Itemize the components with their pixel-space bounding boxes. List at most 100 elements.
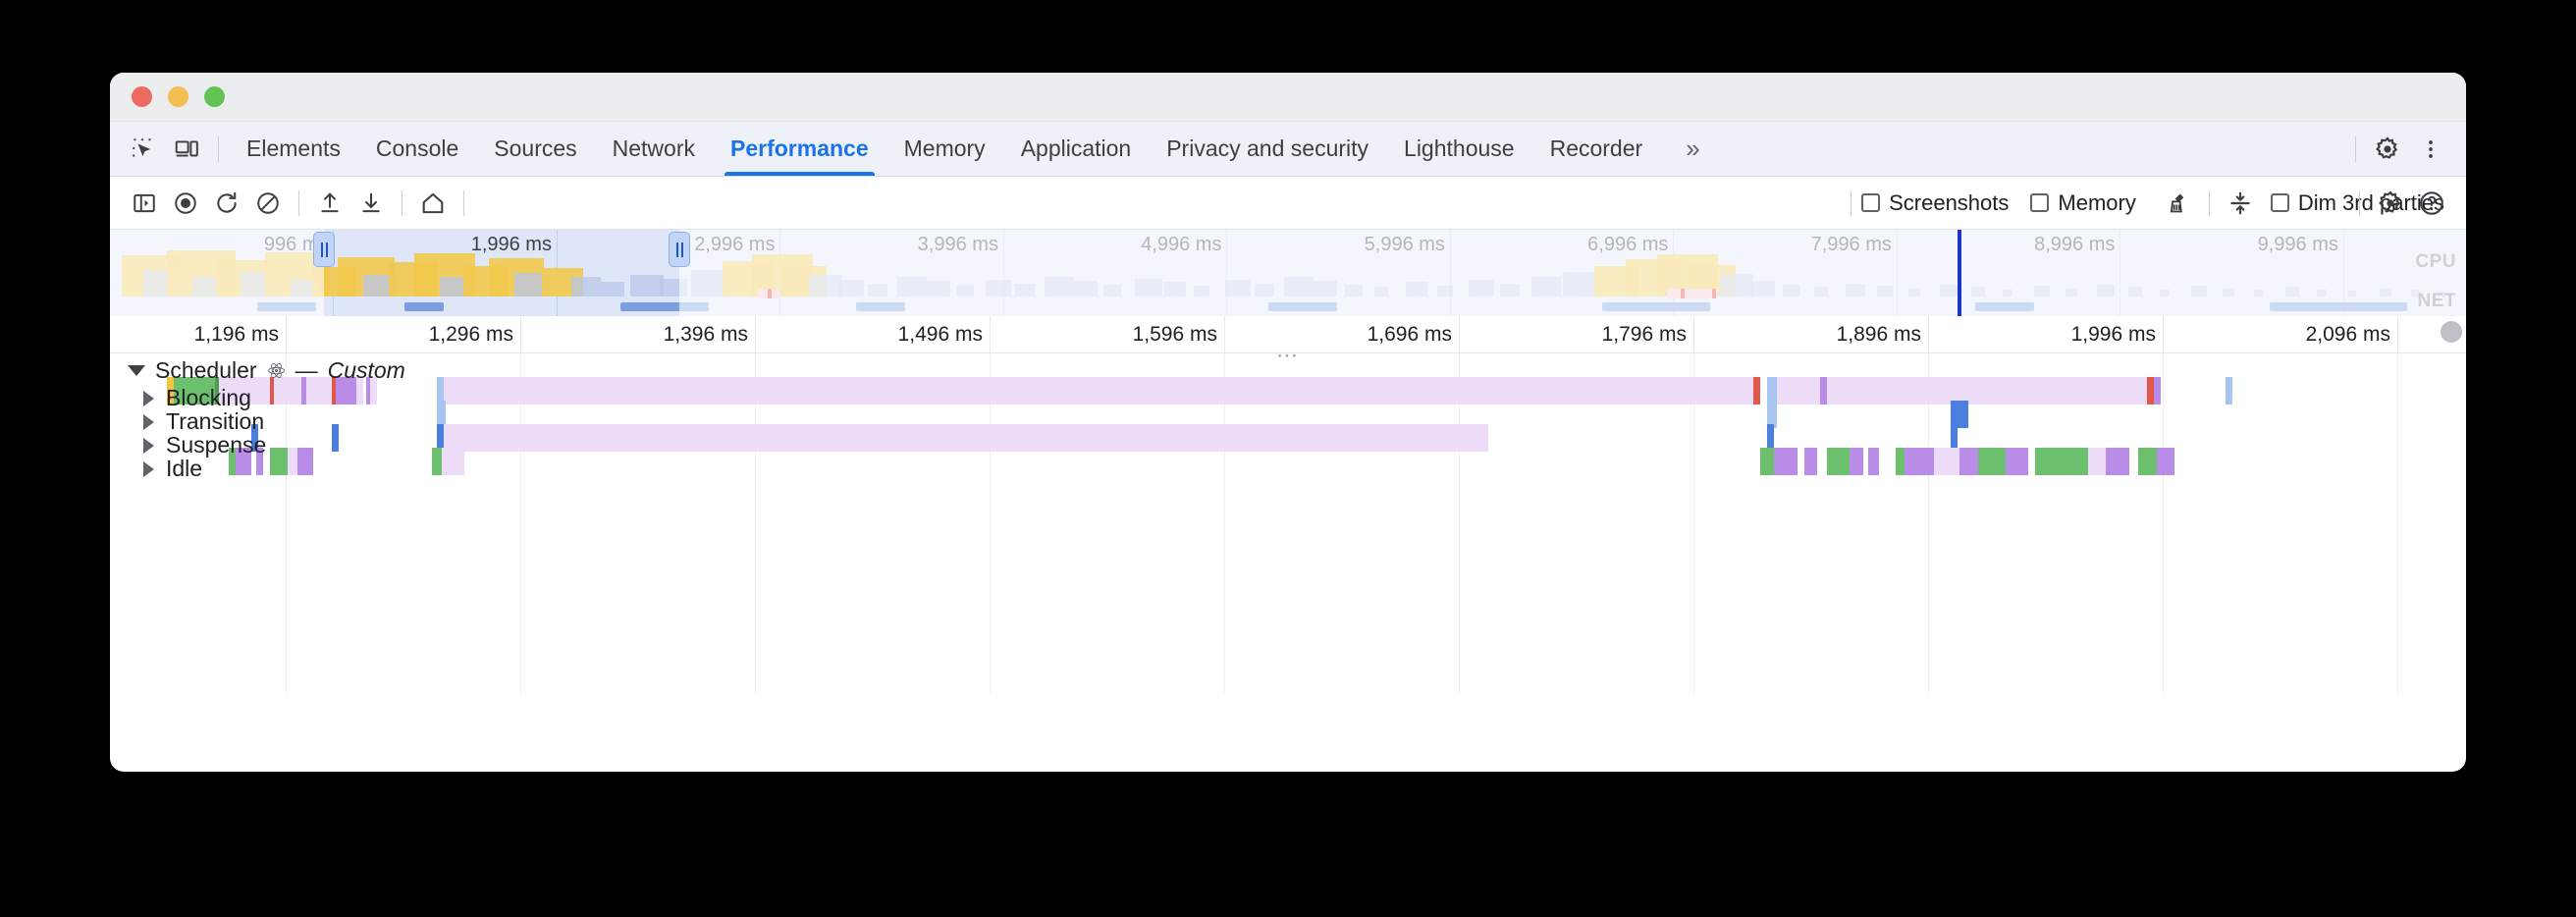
overview-window-left-handle[interactable]: [313, 232, 335, 267]
overview-window-right-handle[interactable]: [669, 232, 690, 267]
timeline-segment[interactable]: [443, 424, 1488, 452]
timeline-segment[interactable]: [1850, 448, 1864, 475]
screenshots-checkbox[interactable]: [1861, 193, 1881, 212]
timeline-segment[interactable]: [441, 448, 464, 475]
timeline-segment[interactable]: [1959, 448, 1978, 475]
more-options-icon[interactable]: [2409, 128, 2452, 171]
tab-privacy-and-security[interactable]: Privacy and security: [1166, 135, 1369, 161]
timeline-overview[interactable]: 996 ms1,996 ms2,996 ms3,996 ms4,996 ms5,…: [110, 230, 2466, 316]
group-header-scheduler[interactable]: Scheduler — Custom: [110, 357, 405, 384]
dim-3rd-parties-checkbox[interactable]: [2270, 193, 2289, 212]
timeline-segment[interactable]: [1767, 377, 1777, 405]
timeline-segment[interactable]: [365, 377, 371, 405]
timeline-segment[interactable]: [274, 377, 302, 405]
timeline-segment[interactable]: [1819, 377, 1827, 405]
timeline-segment[interactable]: [2225, 377, 2232, 405]
timeline-segment[interactable]: [2106, 448, 2129, 475]
tab-console[interactable]: Console: [375, 135, 459, 161]
device-toolbar-icon[interactable]: [165, 128, 208, 171]
download-profile-icon[interactable]: [350, 183, 392, 224]
timeline-segment[interactable]: [2154, 377, 2162, 405]
inspect-element-icon[interactable]: [122, 128, 165, 171]
track-idle[interactable]: [110, 448, 2466, 475]
timeline-segment[interactable]: [1767, 401, 1777, 428]
minimize-window-button[interactable]: [168, 86, 188, 107]
timeline-segment[interactable]: [219, 377, 270, 405]
timeline-segment[interactable]: [173, 377, 215, 405]
track-row-idle[interactable]: Idle: [143, 456, 202, 482]
timeline-segment[interactable]: [432, 448, 442, 475]
timeline-segment[interactable]: [331, 424, 339, 452]
timeline-segment[interactable]: [356, 377, 364, 405]
timeline-segment[interactable]: [2147, 377, 2155, 405]
timeline-segment[interactable]: [2005, 448, 2029, 475]
maximize-window-button[interactable]: [204, 86, 225, 107]
timeline-segment[interactable]: [443, 377, 1754, 405]
track-row-blocking[interactable]: Blocking: [143, 385, 251, 411]
help-icon[interactable]: [2411, 183, 2452, 224]
timeline-scrollbar-thumb[interactable]: [2441, 321, 2462, 343]
track-row-transition[interactable]: Transition: [143, 408, 264, 435]
timeline-segment[interactable]: [2087, 448, 2107, 475]
timeline-segment[interactable]: [1905, 448, 1935, 475]
timeline-segment[interactable]: [1803, 448, 1818, 475]
track-row-suspense[interactable]: Suspense: [143, 432, 266, 458]
tab-performance[interactable]: Performance: [713, 122, 886, 176]
timeline-segment[interactable]: [301, 377, 306, 405]
timeline-segment[interactable]: [1826, 377, 2148, 405]
timeline-segment[interactable]: [235, 448, 251, 475]
timeline-segment[interactable]: [2138, 448, 2157, 475]
collapse-tracks-icon[interactable]: [2220, 183, 2261, 224]
timeline-segment[interactable]: [1826, 448, 1851, 475]
tab-sources[interactable]: Sources: [494, 135, 577, 161]
timeline-segment[interactable]: [2156, 448, 2175, 475]
timeline-segment[interactable]: [1950, 401, 1969, 428]
upload-profile-icon[interactable]: [309, 183, 350, 224]
more-tabs-icon[interactable]: »: [1686, 134, 1700, 163]
tab-lighthouse[interactable]: Lighthouse: [1404, 135, 1515, 161]
track-transition[interactable]: [110, 401, 2466, 428]
capture-settings-gear-icon[interactable]: [2370, 183, 2411, 224]
record-icon[interactable]: [165, 183, 206, 224]
timeline-segment[interactable]: [1895, 448, 1905, 475]
timeline-segment[interactable]: [269, 377, 275, 405]
timeline-segment[interactable]: [1934, 448, 1960, 475]
timeline-segment[interactable]: [1767, 424, 1775, 452]
close-window-button[interactable]: [132, 86, 152, 107]
timeline-segment[interactable]: [305, 377, 332, 405]
timeline-segment[interactable]: [436, 401, 447, 428]
chevron-right-icon[interactable]: [143, 390, 154, 406]
timeline-segment[interactable]: [331, 377, 337, 405]
timeline-segment[interactable]: [1950, 424, 1958, 452]
tab-network[interactable]: Network: [612, 135, 695, 161]
timeline-segment[interactable]: [166, 377, 174, 405]
timeline-segment[interactable]: [1753, 377, 1761, 405]
timeline-segment[interactable]: [296, 448, 313, 475]
tab-memory[interactable]: Memory: [903, 135, 986, 161]
timeline-segment[interactable]: [370, 377, 378, 405]
clear-icon[interactable]: [247, 183, 289, 224]
chevron-right-icon[interactable]: [143, 413, 154, 430]
timeline-segment[interactable]: [288, 448, 297, 475]
dim-3rd-parties-checkbox-group[interactable]: Dim 3rd parties: [2270, 190, 2444, 216]
chevron-right-icon[interactable]: [143, 460, 154, 477]
timeline-segment[interactable]: [1776, 377, 1820, 405]
timeline-segment[interactable]: [1774, 448, 1798, 475]
timeline-segment[interactable]: [228, 448, 236, 475]
chevron-right-icon[interactable]: [143, 437, 154, 454]
timeline-segment[interactable]: [436, 377, 444, 405]
memory-checkbox[interactable]: [2030, 193, 2050, 212]
chevron-down-icon[interactable]: [128, 365, 145, 376]
reload-and-record-icon[interactable]: [206, 183, 247, 224]
tab-application[interactable]: Application: [1020, 135, 1132, 161]
screenshots-checkbox-group[interactable]: Screenshots: [1861, 190, 2009, 216]
track-blocking[interactable]: [110, 377, 2466, 405]
timeline-segment[interactable]: [250, 424, 258, 452]
timeline-segment[interactable]: [1977, 448, 2006, 475]
tab-recorder[interactable]: Recorder: [1549, 135, 1643, 161]
timeline-segment[interactable]: [255, 448, 263, 475]
settings-gear-icon[interactable]: [2366, 128, 2409, 171]
resize-handle[interactable]: ⋯: [1276, 343, 1300, 367]
timeline-segment[interactable]: [1867, 448, 1880, 475]
